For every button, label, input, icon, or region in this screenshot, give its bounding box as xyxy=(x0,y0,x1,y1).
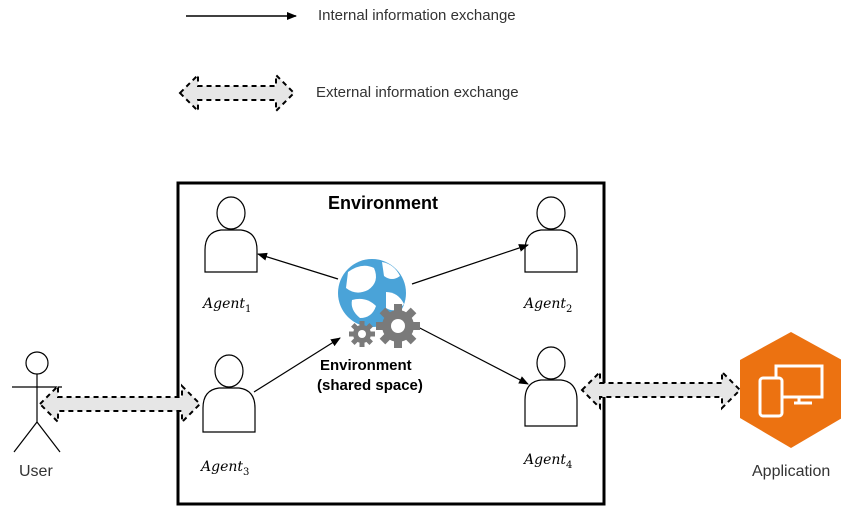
agent-1-label: Agent1 xyxy=(203,296,251,315)
agent-2-index: 2 xyxy=(566,303,573,315)
external-arrow-agent-4-application xyxy=(580,369,742,411)
arrow-hub-to-agent-2 xyxy=(411,244,529,285)
agent-3-name: Agent xyxy=(201,459,243,475)
agent-2-label: Agent2 xyxy=(524,296,572,315)
arrow-hub-to-agent-1 xyxy=(257,252,339,280)
external-arrow-user-agent-3 xyxy=(38,383,202,425)
globe-gears-icon xyxy=(338,259,420,348)
agent-2-icon xyxy=(524,196,578,273)
agent-3-index: 3 xyxy=(243,466,250,478)
environment-title: Environment xyxy=(328,193,439,213)
agent-4-index: 4 xyxy=(566,459,573,471)
agent-4-name: Agent xyxy=(524,452,566,468)
agent-1-index: 1 xyxy=(245,303,252,315)
monitor-tablet-icon xyxy=(740,332,841,448)
legend-external-label: External information exchange xyxy=(316,84,519,101)
application-label: Application xyxy=(752,463,831,480)
agent-4-label: Agent4 xyxy=(524,452,572,471)
agent-3-icon xyxy=(202,354,256,433)
user-label: User xyxy=(19,463,53,480)
agent-1-icon xyxy=(204,196,258,273)
hub-label-line1: Environment xyxy=(320,357,412,374)
stick-figure-icon xyxy=(12,351,62,453)
agent-1-name: Agent xyxy=(203,296,245,312)
agent-4-icon xyxy=(524,346,578,427)
agent-3-label: Agent3 xyxy=(201,459,249,478)
legend-internal-label: Internal information exchange xyxy=(318,7,516,24)
arrow-agent-3-to-hub xyxy=(253,337,341,393)
agent-2-name: Agent xyxy=(524,296,566,312)
legend-external-arrow xyxy=(178,72,296,114)
hub-label-line2: (shared space) xyxy=(317,377,423,394)
arrow-hub-to-agent-4 xyxy=(413,324,529,385)
